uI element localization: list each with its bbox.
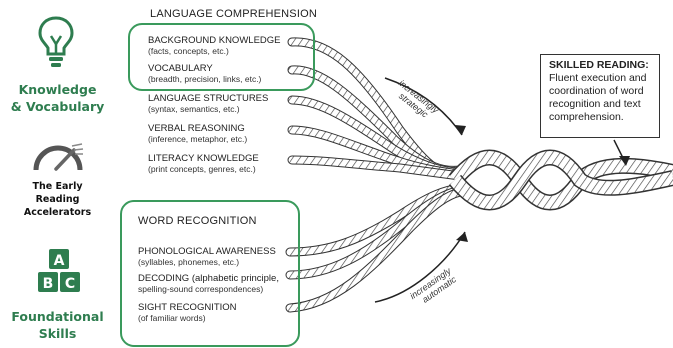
accelerators-line1: The Early (32, 181, 83, 192)
skilled-line3: recognition and text (549, 98, 641, 110)
skilled-line1: Fluent execution and (549, 72, 647, 84)
block-letter-a: A (54, 253, 65, 269)
block-letter-b: B (43, 276, 54, 292)
block-letter-c: C (65, 276, 75, 292)
item-title: DECODING (alphabetic principle, (138, 273, 279, 284)
language-item: LITERACY KNOWLEDGE (print concepts, genr… (148, 153, 259, 175)
word-item: SIGHT RECOGNITION (of familiar words) (138, 302, 237, 324)
knowledge-highlight-box (128, 23, 315, 91)
automatic-arrow (374, 231, 466, 303)
foundational-line2: Skills (38, 326, 77, 341)
item-subtitle: (facts, concepts, etc.) (148, 46, 229, 56)
foundational-line1: Foundational (11, 309, 104, 324)
braided-rope (448, 149, 673, 211)
skilled-reading-box: SKILLED READING: Fluent execution and co… (540, 54, 660, 138)
skilled-line4: comprehension. (549, 111, 624, 123)
item-subtitle: spelling-sound correspondences) (138, 284, 264, 294)
language-item: VERBAL REASONING (inference, metaphor, e… (148, 123, 247, 145)
item-title: SIGHT RECOGNITION (138, 302, 237, 313)
foundational-highlight-box (120, 200, 300, 347)
word-item: PHONOLOGICAL AWARENESS (syllables, phone… (138, 246, 276, 268)
skilled-reading-title: SKILLED READING: (549, 59, 649, 71)
word-item: DECODING (alphabetic principle, spelling… (138, 273, 279, 295)
language-item: BACKGROUND KNOWLEDGE (facts, concepts, e… (148, 35, 281, 57)
strategic-arrow (384, 77, 463, 136)
item-title: PHONOLOGICAL AWARENESS (138, 246, 276, 257)
lower-strands (285, 183, 465, 313)
knowledge-title-line2: & Vocabulary (10, 99, 105, 114)
item-subtitle: (syllables, phonemes, etc.) (138, 257, 240, 267)
upper-strands (287, 37, 465, 181)
knowledge-title-line1: Knowledge (18, 82, 97, 97)
item-subtitle: (breadth, precision, links, etc.) (148, 74, 262, 84)
speedometer-icon (33, 143, 84, 171)
lightbulb-icon (38, 16, 74, 67)
item-title: BACKGROUND KNOWLEDGE (148, 35, 281, 46)
language-item: LANGUAGE STRUCTURES (syntax, semantics, … (148, 93, 268, 115)
skilled-line2: coordination of word (549, 85, 644, 97)
item-title: LITERACY KNOWLEDGE (148, 153, 259, 164)
item-subtitle: (syntax, semantics, etc.) (148, 104, 240, 114)
accelerators-line2: Reading (35, 194, 80, 205)
item-title: VERBAL REASONING (148, 123, 245, 134)
abc-blocks-icon: A B C (38, 249, 80, 292)
item-title: VOCABULARY (148, 63, 213, 74)
language-item: VOCABULARY (breadth, precision, links, e… (148, 63, 261, 85)
item-title: LANGUAGE STRUCTURES (148, 93, 269, 104)
language-comprehension-header: LANGUAGE COMPREHENSION (150, 8, 317, 20)
word-recognition-header: WORD RECOGNITION (138, 215, 257, 227)
skilled-pointer-arrowhead (619, 156, 630, 166)
item-subtitle: (print concepts, genres, etc.) (148, 164, 256, 174)
sidebar: Knowledge & Vocabulary The Early Reading… (0, 0, 115, 348)
strategic-arrowhead (455, 125, 466, 135)
automatic-arrowhead (456, 232, 468, 242)
accelerators-line3: Accelerators (23, 207, 92, 218)
item-subtitle: (of familiar words) (138, 313, 206, 323)
item-subtitle: (inference, metaphor, etc.) (148, 134, 248, 144)
